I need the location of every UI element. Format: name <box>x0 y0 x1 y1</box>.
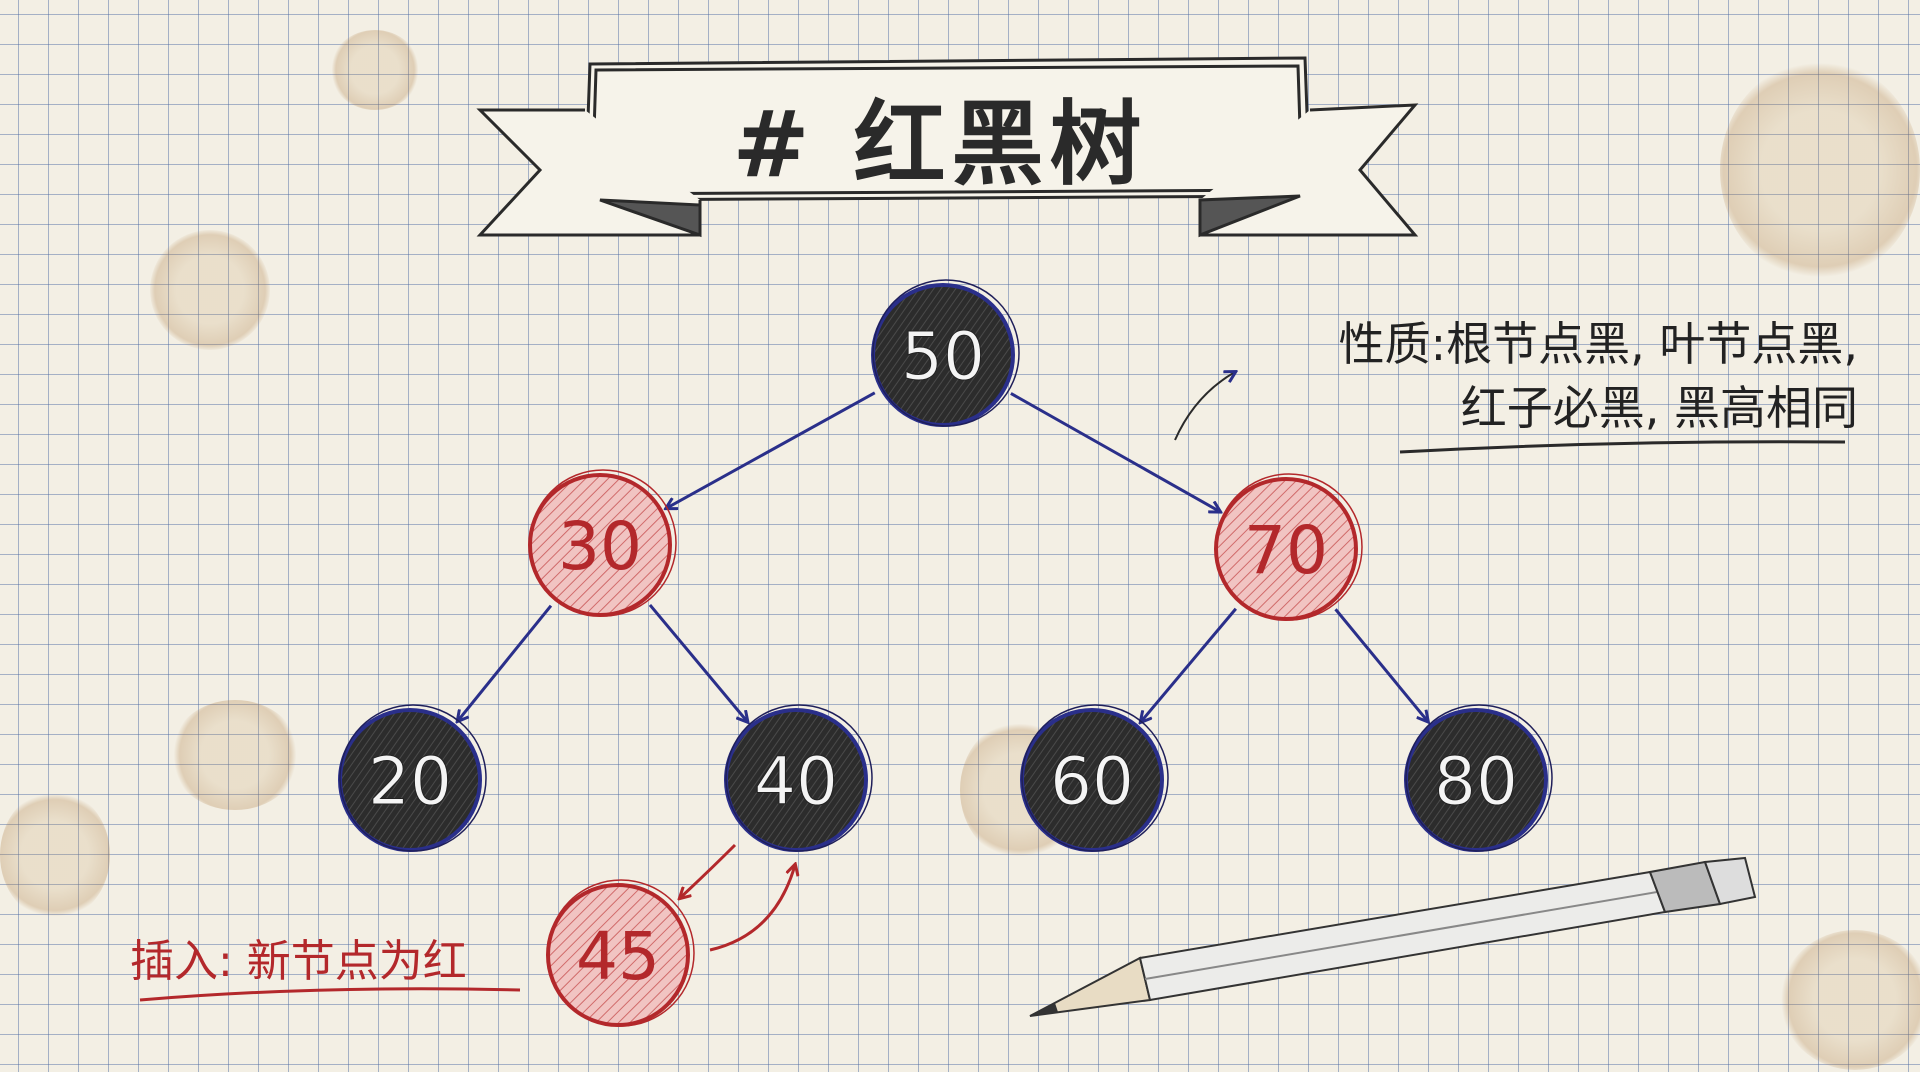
black-node-40: 40 <box>724 704 873 852</box>
black-node-20: 20 <box>338 704 487 852</box>
red-node-30: 30 <box>528 469 677 617</box>
node-value: 80 <box>1434 743 1518 820</box>
node-value: 30 <box>558 508 642 585</box>
node-value: 70 <box>1244 512 1328 589</box>
red-node-70: 70 <box>1214 473 1363 621</box>
coffee-stain <box>0 790 110 920</box>
properties-line-2: 红子必黑, 黑高相同 <box>1460 381 1858 435</box>
properties-line-1: 性质:根节点黑, 叶节点黑, <box>1338 317 1858 371</box>
node-value: 60 <box>1050 743 1134 820</box>
tree-edge-n70-n60 <box>1141 607 1237 722</box>
coffee-stain <box>330 30 420 110</box>
annotation-arrow <box>1174 372 1235 441</box>
coffee-stain <box>150 230 270 350</box>
black-node-50: 50 <box>871 279 1020 427</box>
tree-edge-n50-n30 <box>666 391 876 508</box>
node-value: 45 <box>576 918 660 995</box>
pencil-icon <box>1029 856 1757 1017</box>
coffee-stain <box>170 700 300 810</box>
page-title: # 红黑树 <box>732 91 1148 198</box>
properties-underline <box>1399 440 1846 454</box>
tree-edge-n70-n80 <box>1334 608 1428 721</box>
rotate-arrow-right <box>709 865 795 952</box>
tree-edge-n30-n40 <box>648 603 747 722</box>
insert-underline <box>139 987 521 1002</box>
tree-edge-n30-n20 <box>458 604 553 721</box>
insert-note: 插入: 新节点为红 <box>130 936 467 987</box>
coffee-stain <box>1780 930 1920 1070</box>
title-banner <box>476 56 1419 238</box>
black-node-80: 80 <box>1404 704 1553 852</box>
node-value: 50 <box>901 318 985 395</box>
node-value: 20 <box>368 743 452 820</box>
black-node-60: 60 <box>1020 704 1169 852</box>
coffee-stain <box>1720 60 1920 280</box>
node-value: 40 <box>754 743 838 820</box>
red-node-45: 45 <box>546 879 695 1027</box>
tree-edge-n50-n70 <box>1010 392 1220 511</box>
rotate-arrow-left <box>680 843 737 898</box>
